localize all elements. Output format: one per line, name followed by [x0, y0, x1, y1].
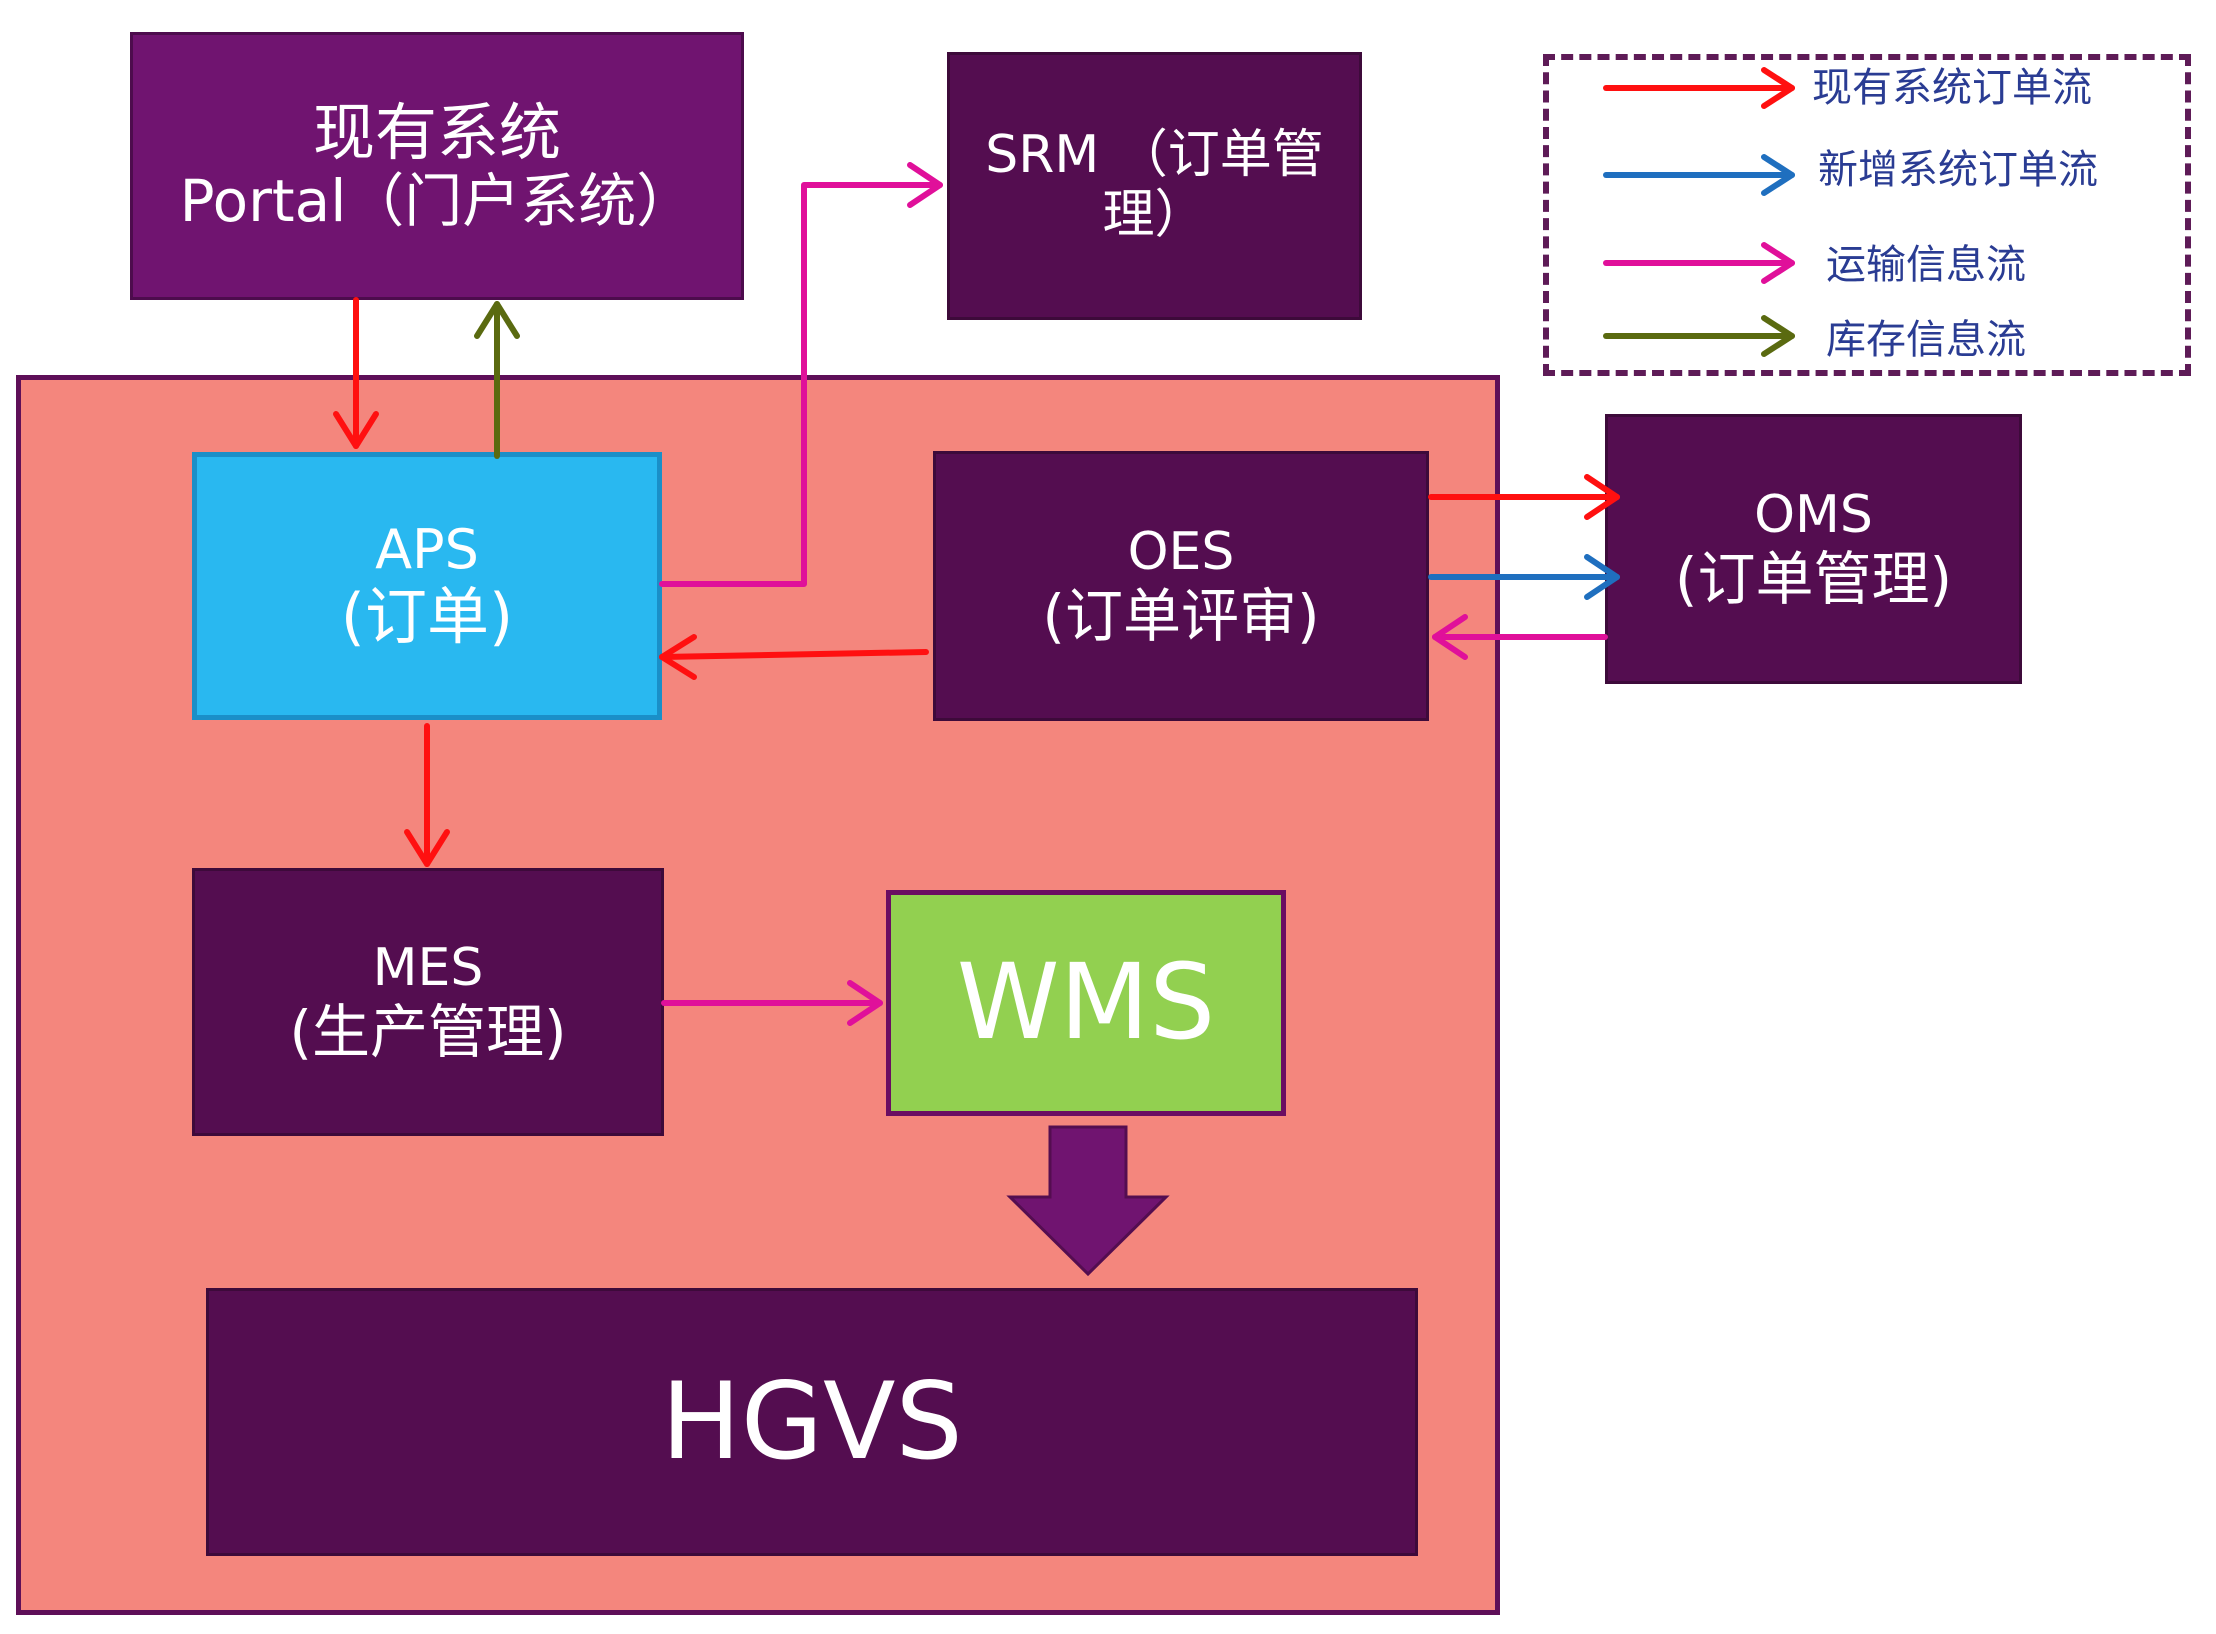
legend-arrow-transport-flow	[1603, 242, 1795, 284]
portal-box: 现有系统 Portal（门户系统）	[130, 32, 744, 300]
legend-arrow-new-order-flow	[1603, 154, 1795, 196]
oms-label: OMS	[1754, 484, 1873, 545]
aps-label: APS	[375, 518, 479, 582]
legend-box	[1543, 54, 2191, 376]
aps-box: APS (订单)	[192, 452, 662, 720]
arrow-aps-to-mes	[404, 723, 450, 867]
mes-label: MES	[372, 937, 484, 998]
legend-label-inventory-flow: 库存信息流	[1826, 317, 2026, 363]
oes-box: OES (订单评审)	[933, 451, 1429, 721]
legend-label-new-order-flow: 新增系统订单流	[1818, 147, 2098, 193]
oms-box: OMS (订单管理)	[1605, 414, 2022, 684]
arrow-aps-to-srm	[659, 162, 943, 587]
arrow-mes-to-wms	[661, 980, 883, 1026]
hgvs-box: HGVS	[206, 1288, 1418, 1556]
arrow-aps-to-portal	[474, 301, 520, 459]
oms-sublabel: (订单管理)	[1674, 544, 1953, 613]
srm-label-line1: SRM （订单管	[985, 125, 1324, 186]
legend-arrow-existing-order-flow	[1603, 67, 1795, 109]
oes-label: OES	[1127, 521, 1235, 582]
mes-box: MES (生产管理)	[192, 868, 664, 1136]
oes-sublabel: (订单评审)	[1042, 581, 1320, 650]
aps-sublabel: (订单)	[340, 580, 514, 654]
wms-label: WMS	[956, 941, 1216, 1064]
arrow-oes-to-oms-new	[1428, 554, 1620, 600]
mes-sublabel: (生产管理)	[289, 997, 567, 1066]
arrow-oes-to-oms-existing	[1428, 474, 1620, 520]
arrow-oes-to-aps	[659, 634, 929, 680]
portal-title: 现有系统	[312, 96, 561, 169]
portal-subtitle: Portal（门户系统）	[179, 167, 695, 236]
legend-arrow-inventory-flow	[1603, 315, 1795, 357]
wms-box: WMS	[886, 890, 1286, 1116]
legend-label-existing-order-flow: 现有系统订单流	[1812, 65, 2092, 111]
hgvs-label: HGVS	[661, 1360, 963, 1484]
legend-label-transport-flow: 运输信息流	[1826, 242, 2026, 288]
arrow-portal-to-aps	[333, 297, 379, 449]
block-arrow-wms-to-hgvs	[1006, 1125, 1170, 1277]
srm-label-line2: 理）	[1102, 185, 1207, 245]
srm-box: SRM （订单管 理）	[947, 52, 1362, 320]
arrow-oms-to-oes	[1432, 614, 1608, 660]
